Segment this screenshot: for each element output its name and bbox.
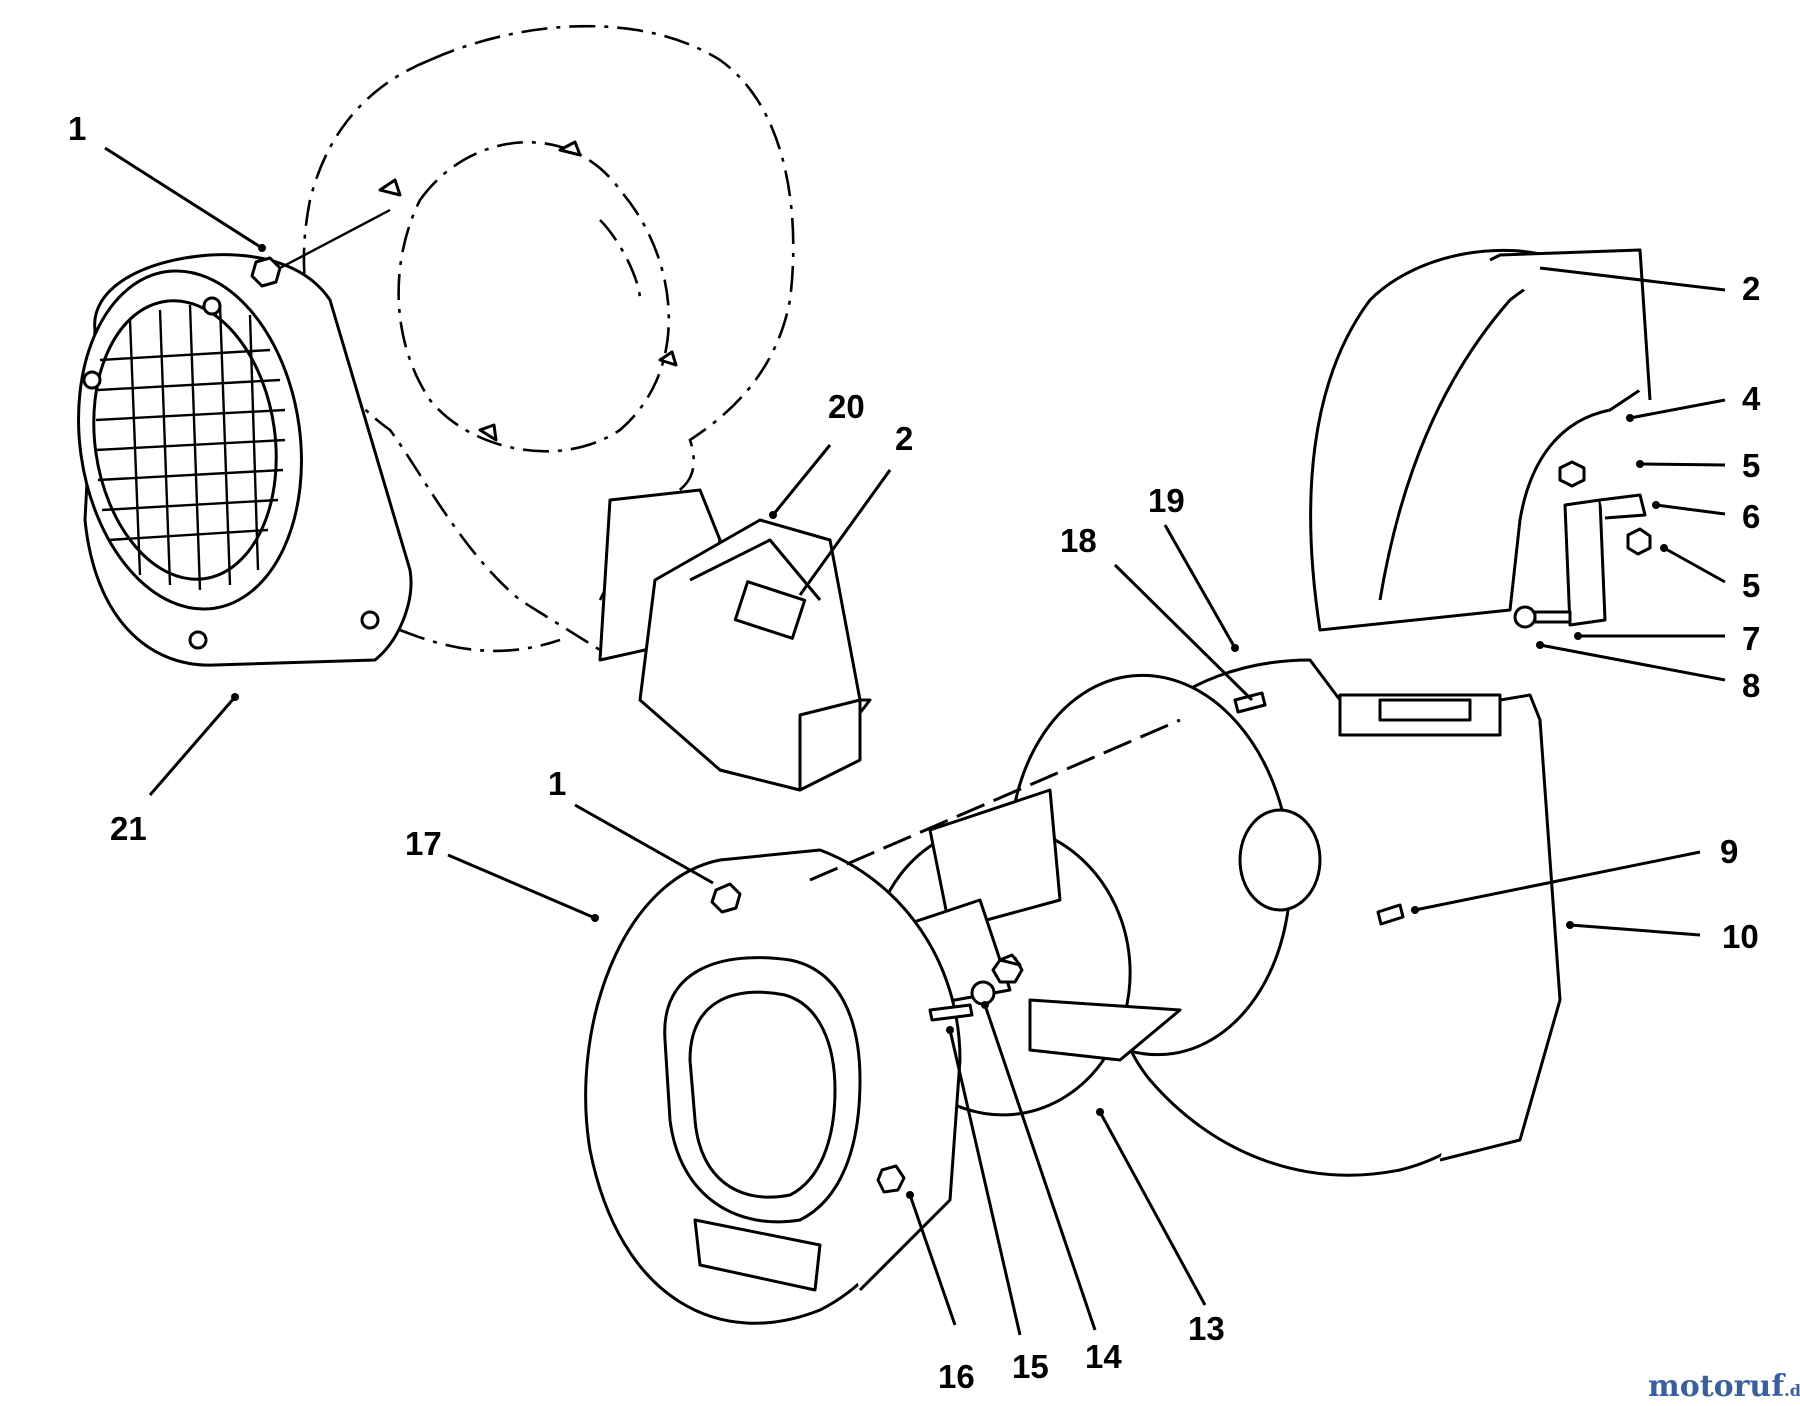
callout-21: 21 bbox=[110, 810, 147, 847]
callout-17: 17 bbox=[405, 825, 442, 862]
callout-8: 8 bbox=[1742, 667, 1760, 704]
callout-20: 20 bbox=[828, 388, 865, 425]
hub-fasteners bbox=[928, 953, 1022, 1022]
leader-dots bbox=[231, 244, 1668, 1199]
callout-labels: 1 21 20 2 2 4 5 6 5 7 8 19 18 1 17 9 10 … bbox=[68, 110, 1761, 1395]
watermark-tld: .de bbox=[1784, 1381, 1800, 1400]
watermark-logo: motoruf.de bbox=[1648, 1369, 1800, 1404]
callout-2-chute: 2 bbox=[895, 420, 913, 457]
callout-19: 19 bbox=[1148, 482, 1185, 519]
callout-4: 4 bbox=[1742, 380, 1761, 417]
nut-icon bbox=[250, 256, 282, 288]
callout-10: 10 bbox=[1722, 918, 1759, 955]
callout-13: 13 bbox=[1188, 1310, 1225, 1347]
callout-18: 18 bbox=[1060, 522, 1097, 559]
front-plate bbox=[584, 848, 962, 1325]
svg-text:motoruf.de: motoruf.de bbox=[1648, 1369, 1800, 1404]
callout-5-lower: 5 bbox=[1742, 567, 1760, 604]
callout-6: 6 bbox=[1742, 498, 1760, 535]
bolt-icon bbox=[1233, 691, 1405, 926]
scroll-housing-top bbox=[1309, 248, 1652, 632]
callout-5-upper: 5 bbox=[1742, 447, 1760, 484]
callout-16: 16 bbox=[938, 1358, 975, 1395]
watermark-brand: motoruf bbox=[1648, 1369, 1786, 1404]
leader-lines bbox=[104, 146, 1726, 1336]
callout-1-lower: 1 bbox=[548, 765, 566, 802]
callout-7: 7 bbox=[1742, 620, 1760, 657]
grille-cover bbox=[77, 253, 413, 667]
callout-14: 14 bbox=[1085, 1338, 1122, 1375]
bracket-assembly bbox=[1513, 460, 1652, 629]
callout-1-top: 1 bbox=[68, 110, 86, 147]
callout-2-right: 2 bbox=[1742, 270, 1760, 307]
discharge-chute bbox=[598, 488, 872, 792]
alignment-lines bbox=[809, 718, 1181, 882]
callout-15: 15 bbox=[1012, 1348, 1049, 1385]
callout-9: 9 bbox=[1720, 833, 1738, 870]
